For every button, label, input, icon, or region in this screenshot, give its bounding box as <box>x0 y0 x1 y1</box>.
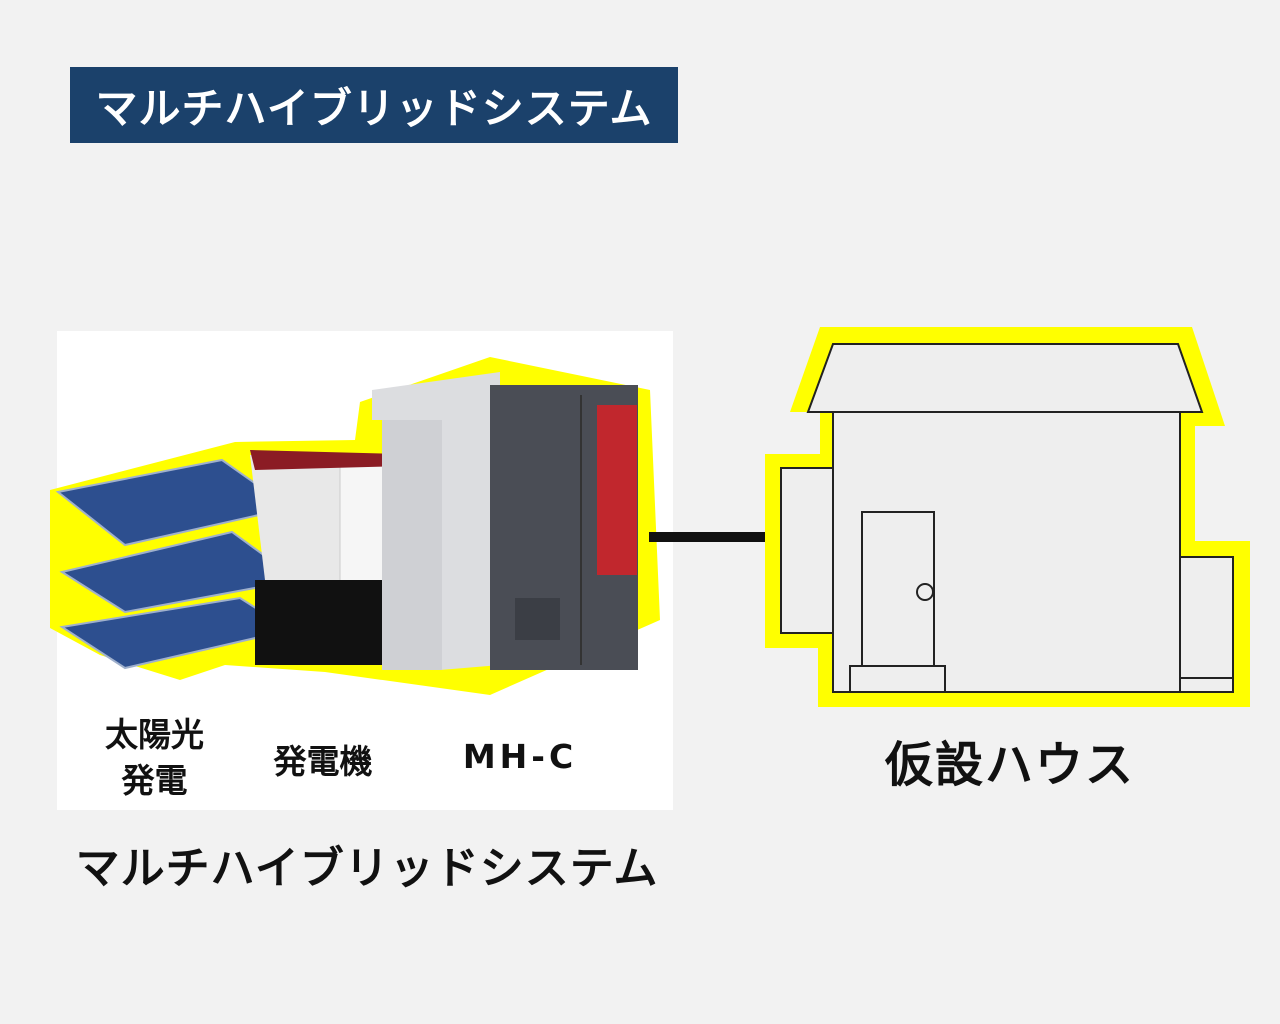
house-label: 仮設ハウス <box>884 737 1135 793</box>
mhc-cabinet <box>372 372 638 670</box>
mhc-label: MH-C <box>462 737 578 776</box>
house-step <box>849 665 946 693</box>
solar-label: 太陽光 発電 <box>92 712 217 804</box>
solar-label-line2: 発電 <box>121 761 188 800</box>
solar-panels <box>55 458 301 670</box>
page-title: マルチハイブリッドシステム <box>70 67 678 143</box>
door-knob <box>916 583 934 601</box>
solar-label-line1: 太陽光 <box>105 715 204 754</box>
equipment-illustration <box>50 357 660 695</box>
temporary-house-illustration <box>765 327 1250 707</box>
connection-line <box>649 532 767 542</box>
system-caption: マルチハイブリッドシステム <box>75 843 659 894</box>
generator-label: 発電機 <box>273 742 373 781</box>
